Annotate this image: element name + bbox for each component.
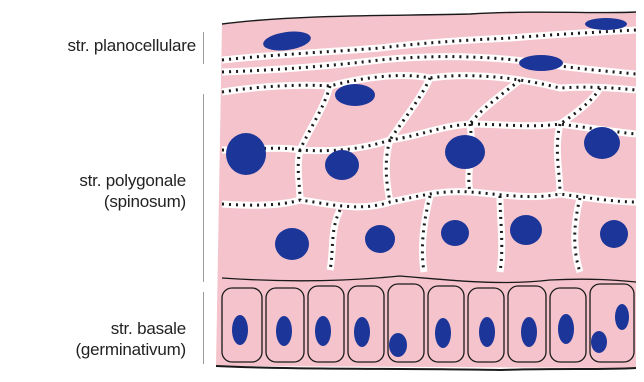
nucleus (510, 215, 542, 245)
nucleus (435, 318, 451, 348)
nucleus (479, 317, 495, 347)
nucleus (441, 220, 469, 246)
nucleus (226, 133, 266, 175)
nucleus (519, 55, 563, 71)
nucleus (521, 317, 537, 347)
nucleus (584, 127, 620, 159)
nucleus (275, 228, 309, 260)
nucleus (315, 316, 331, 346)
nucleus (585, 18, 627, 30)
nucleus (558, 314, 574, 344)
nucleus (365, 225, 395, 253)
nucleus (389, 333, 407, 357)
nucleus (615, 304, 629, 330)
nucleus (354, 317, 370, 347)
nucleus (600, 220, 628, 248)
nucleus (232, 315, 248, 345)
nucleus (591, 331, 607, 353)
nucleus (276, 316, 292, 346)
nucleus (335, 84, 375, 106)
nucleus (325, 150, 359, 180)
nucleus (445, 135, 485, 169)
